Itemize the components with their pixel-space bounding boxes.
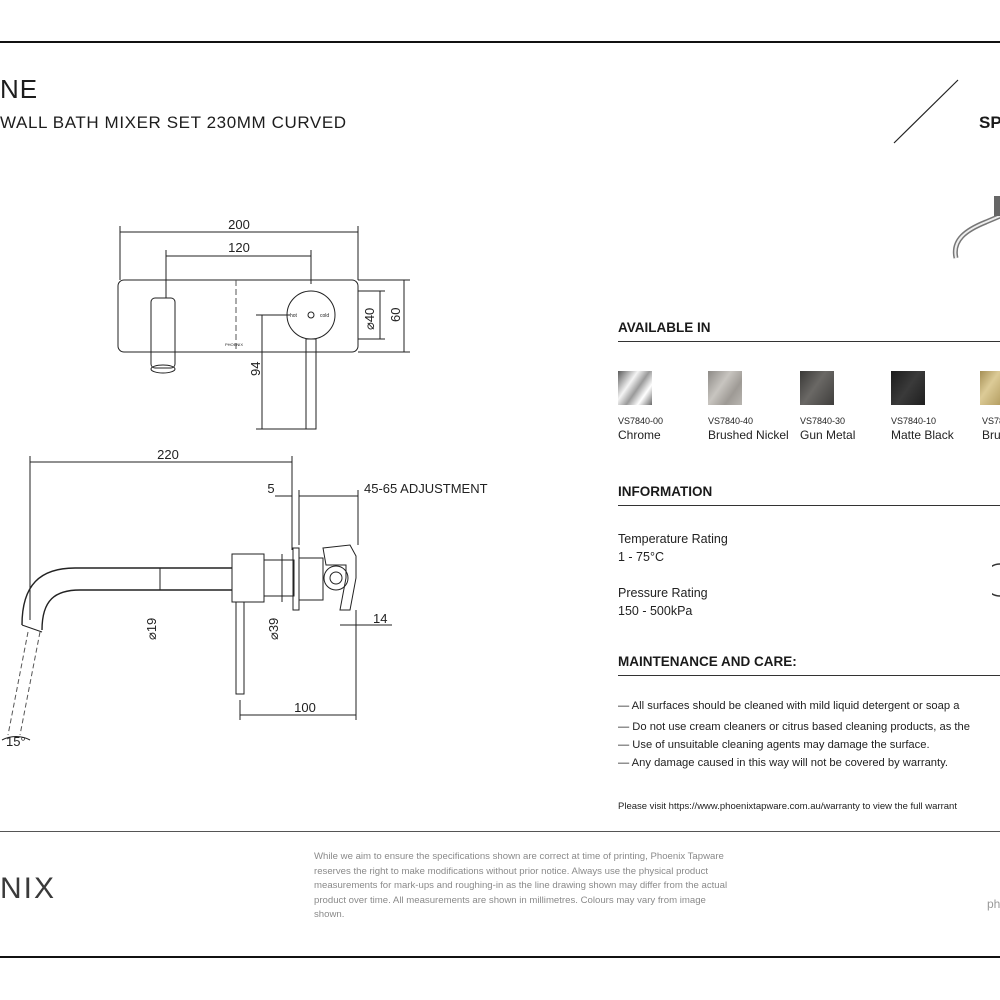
maintenance-item: — Do not use cream cleaners or citrus ba… [618,721,970,733]
mixer-lever [305,338,317,430]
temperature-value: 1 - 75°C [618,550,664,564]
finish-name-chrome: Chrome [618,428,661,442]
information-heading: INFORMATION [618,484,1000,506]
spout-side-top [21,567,232,626]
maintenance-item: — Use of unsuitable cleaning agents may … [618,739,930,751]
mixer-body-side [231,553,265,603]
pressure-value: 150 - 500kPa [618,604,693,618]
dim-centers: 120 [228,240,250,255]
maintenance-item: — All surfaces should be cleaned with mi… [618,700,960,712]
pressure-label: Pressure Rating [618,586,708,600]
swatch-matte-black[interactable] [891,371,925,405]
finish-name-brushed-gold: Bru [982,428,1000,442]
dim-handle-side: 100 [294,700,316,715]
wall-plate-front [117,279,359,353]
dim-height: 60 [388,308,403,322]
finish-code-brushed-nickel: VS7840-40 [708,416,754,426]
swatch-gun-metal[interactable] [800,371,834,405]
product-image [893,79,1000,259]
swatch-brushed-nickel[interactable] [708,371,742,405]
footer-url[interactable]: ph [987,897,1000,911]
header-diagonal [893,79,959,144]
finish-code-matte-black: VS7840-10 [891,416,937,426]
finish-code-brushed-gold: VS78 [982,416,1000,426]
info-image-fragment [992,563,1000,597]
maintenance-item: — Any damage caused in this way will not… [618,757,948,769]
finish-code-chrome: VS7840-00 [618,416,664,426]
available-heading: AVAILABLE IN [618,320,1000,342]
bottom-rule [0,956,1000,958]
finish-code-gun-metal: VS7840-30 [800,416,846,426]
dim-body-dia: ⌀39 [266,618,281,640]
dim-handle: 94 [248,362,263,376]
finish-name-gun-metal: Gun Metal [800,428,856,442]
warranty-link[interactable]: Please visit https://www.phoenixtapware.… [618,801,957,812]
top-rule [0,41,1000,43]
label-brand-plate: PHOENIX [225,342,243,347]
label-hot: hot [290,313,298,319]
swatch-chrome[interactable] [618,371,652,405]
finish-name-brushed-nickel: Brushed Nickel [708,428,789,442]
footer-rule [0,831,1000,832]
dim-plate-dia: ⌀40 [362,308,377,330]
dim-plate: 5 [267,481,274,496]
body-photo [994,196,1000,216]
spec-label: SP [979,113,1000,132]
rough-in-valve [323,565,349,591]
finish-name-matte-black: Matte Black [891,428,954,442]
dim-offset: 14 [373,611,387,626]
spout-photo-highlight [954,215,1000,259]
spout-front [150,297,176,369]
label-cold: cold [320,313,329,319]
dim-adjust: 45-65 ADJUSTMENT [364,481,488,496]
dim-spout-dia: ⌀19 [144,618,159,640]
technical-drawing: 200 120 ⌀40 60 94 hot cold PHOENIX 220 5… [1,217,488,749]
maintenance-heading: MAINTENANCE AND CARE: [618,654,1000,676]
swatch-brushed-gold[interactable] [980,371,1000,405]
rough-in-body [322,544,357,611]
disclaimer: While we aim to ensure the specification… [314,851,728,921]
dim-reach: 220 [157,447,179,462]
temperature-label: Temperature Rating [618,532,728,546]
spout-side-bottom [41,589,232,631]
product-subtitle: WALL BATH MIXER SET 230MM CURVED [0,113,347,132]
lever-side [235,601,245,695]
dim-angle: 15° [6,734,26,749]
dim-width: 200 [228,217,250,232]
brand-logo: NIX [0,872,57,905]
product-title: NE [0,74,39,104]
